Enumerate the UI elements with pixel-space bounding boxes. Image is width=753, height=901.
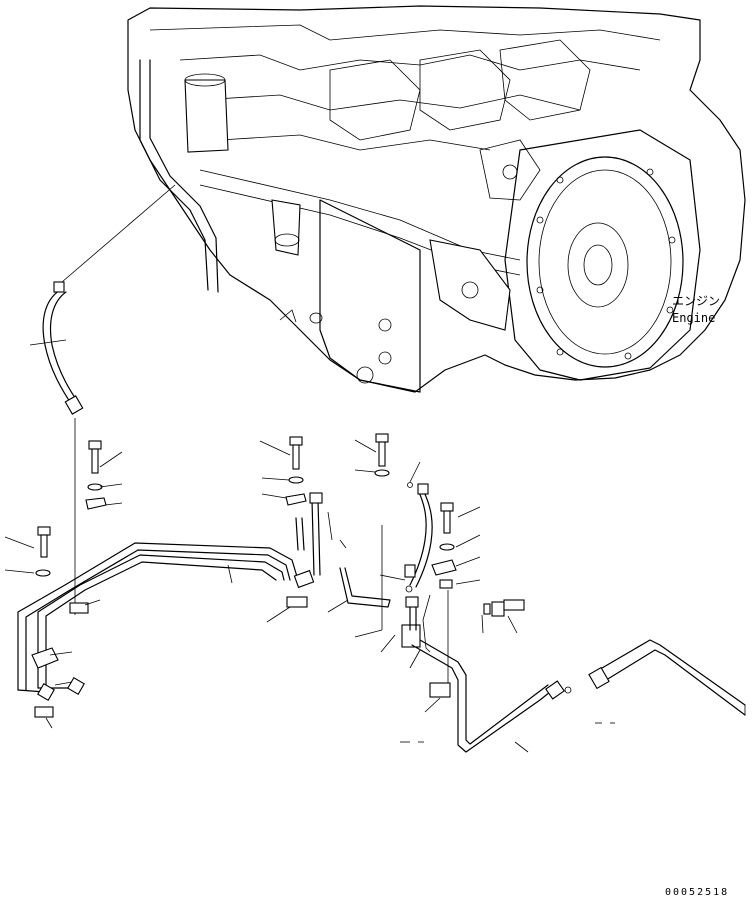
bolt-set-a — [85, 440, 123, 510]
drawing-code: 00052518 — [665, 887, 729, 898]
right-pipe-assembly — [380, 594, 572, 753]
left-pipe-assembly — [17, 542, 299, 718]
flex-hose — [379, 461, 433, 593]
engine-label-en: Engine — [672, 311, 715, 325]
left-bolt-set — [4, 526, 51, 577]
leader-line — [45, 717, 53, 729]
center-riser — [266, 492, 333, 623]
center-bolt-set — [259, 436, 307, 506]
bolt-set-b — [431, 502, 481, 690]
flywheel-bolt-holes — [536, 168, 676, 360]
engine-label-jp: エンジン — [672, 294, 720, 308]
leader-line — [54, 681, 73, 686]
bracket-clip — [327, 539, 391, 613]
right-bolt-set — [354, 433, 390, 638]
leader-line — [84, 599, 101, 606]
leader-line — [227, 564, 233, 584]
leader-line — [49, 651, 73, 656]
breather-hose — [29, 184, 176, 415]
engine-assembly — [127, 5, 746, 393]
elbow-fitting — [481, 599, 525, 634]
long-pipe — [588, 639, 746, 716]
